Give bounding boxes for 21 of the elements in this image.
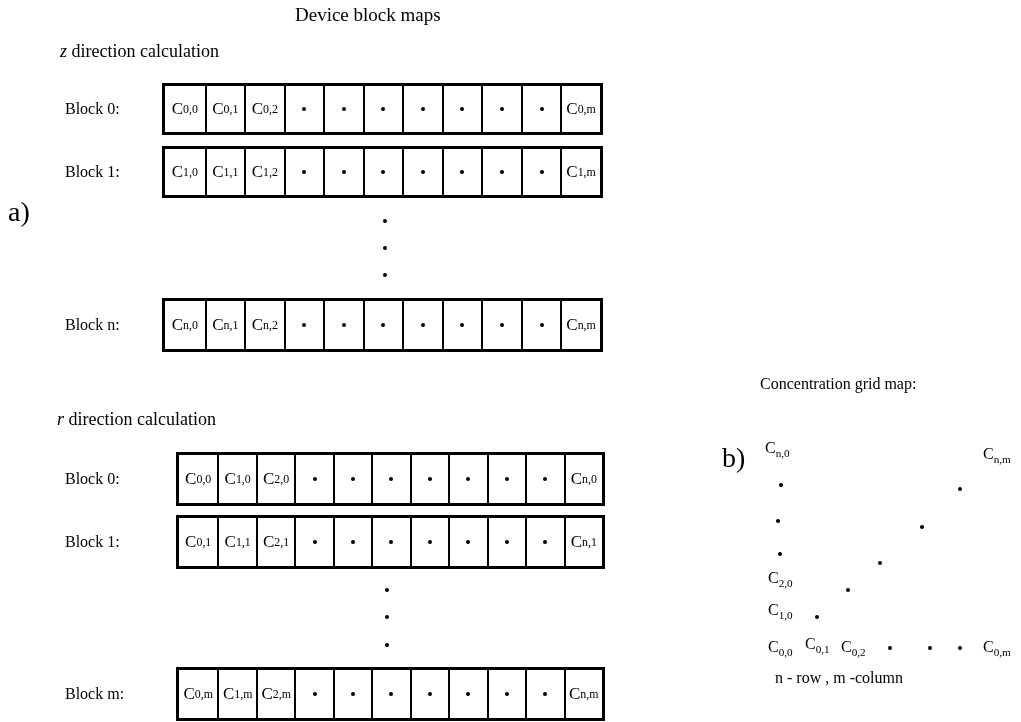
grid-point-label: C$_{0,m}$ <box>983 639 1011 659</box>
section-heading: r direction calculation <box>57 410 216 428</box>
section-heading: z direction calculation <box>60 42 219 60</box>
block-label: Block 0: <box>65 101 120 117</box>
grid-point-label: C$_{1,0}$ <box>768 602 793 622</box>
block-label: Block n: <box>65 317 120 333</box>
panel-heading: Concentration grid map: <box>760 376 917 392</box>
block-label: Block m: <box>65 686 125 702</box>
grid-point-label: C$_{0,1}$ <box>805 636 830 656</box>
grid-point-label: C$_{n,0}$ <box>765 440 790 460</box>
grid-point-label: C$_{0,0}$ <box>768 639 793 659</box>
panel-letter: a) <box>8 198 30 226</box>
block-label: Block 1: <box>65 164 120 180</box>
block-label: Block 0: <box>65 471 120 487</box>
figure-title: Device block maps <box>295 5 441 24</box>
grid-point-label: C$_{2,0}$ <box>768 570 793 590</box>
axis-note: n - row , m -column <box>775 670 903 686</box>
block-label: Block 1: <box>65 534 120 550</box>
panel-letter: b) <box>722 444 746 472</box>
grid-point-label: C$_{n,m}$ <box>983 446 1011 466</box>
grid-point-label: C$_{0,2}$ <box>841 639 866 659</box>
